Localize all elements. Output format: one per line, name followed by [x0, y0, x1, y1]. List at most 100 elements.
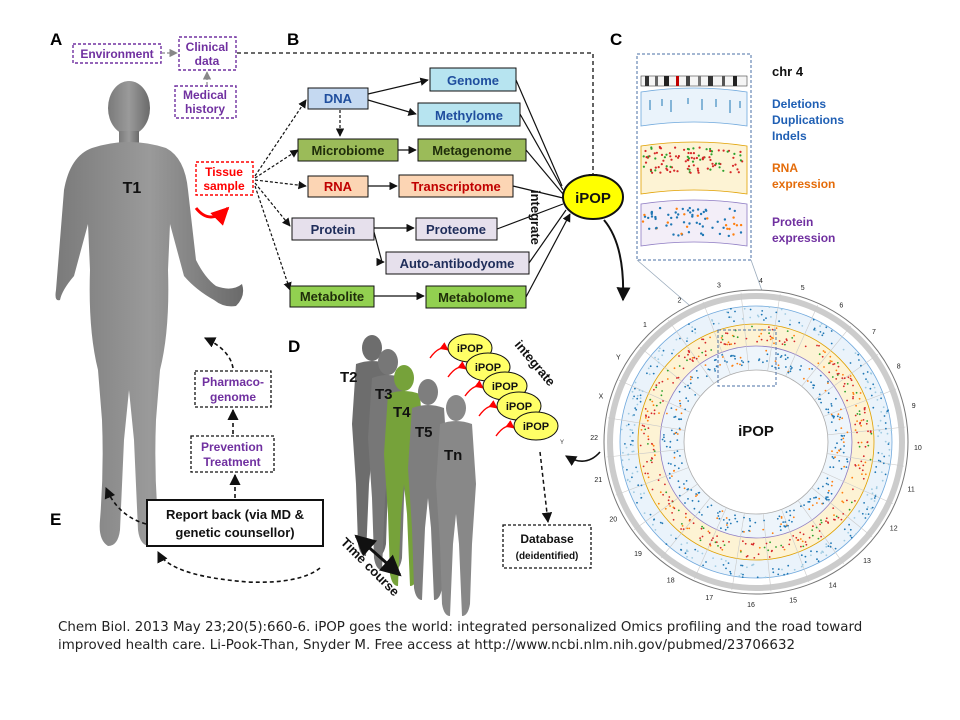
circos-point	[720, 337, 723, 339]
circos-point	[789, 538, 791, 541]
circos-point	[747, 360, 750, 363]
circos-point	[685, 512, 687, 515]
circos-point	[800, 565, 803, 568]
treatment-label: Treatment	[203, 455, 260, 469]
circos-point	[789, 319, 792, 322]
circos-point	[739, 549, 742, 552]
circos-point	[852, 488, 854, 491]
circos-point	[628, 480, 631, 483]
circos-point	[772, 337, 774, 340]
circos-point	[718, 517, 721, 520]
person-t2-label: T2	[340, 369, 358, 386]
circos-point	[857, 353, 860, 356]
rna-point	[693, 157, 696, 160]
rna-point	[734, 163, 737, 166]
person-silhouette-t1	[55, 81, 244, 546]
chromosome-label: 1	[643, 322, 647, 329]
circos-point	[819, 325, 821, 328]
circos-point	[864, 517, 867, 519]
circos-point	[751, 564, 753, 567]
database-label: Database	[520, 532, 574, 546]
circos-point	[646, 372, 648, 375]
circos-point	[745, 337, 748, 340]
protein-point	[739, 231, 743, 234]
circos-point	[880, 411, 883, 413]
circos-spoke	[767, 293, 781, 371]
circos-point	[858, 445, 861, 448]
rna-point	[651, 171, 654, 174]
circos-point	[629, 435, 632, 438]
circos-point	[697, 500, 700, 503]
rna-point	[649, 168, 653, 171]
circos-point	[740, 364, 743, 367]
circos-point	[827, 483, 830, 486]
circos-point	[631, 450, 634, 453]
circos-point	[763, 546, 766, 549]
circos-point	[723, 343, 726, 345]
circos-point	[664, 507, 667, 510]
protein-point	[704, 208, 707, 211]
circos-point	[683, 356, 686, 359]
circos-point	[634, 387, 636, 390]
circos-point	[864, 513, 867, 516]
circos-point	[801, 540, 804, 543]
circos-point	[676, 439, 679, 441]
circos-point	[830, 403, 833, 405]
circos-point	[701, 552, 704, 555]
circos-point	[688, 527, 691, 530]
legend-deletions: Deletions	[772, 97, 826, 111]
circos-point	[820, 401, 822, 404]
node-rna-label: RNA	[324, 179, 353, 194]
rna-point	[660, 163, 663, 166]
protein-point	[689, 211, 692, 214]
circos-point	[695, 370, 698, 372]
circos-point	[715, 358, 717, 361]
circos-point	[654, 454, 656, 457]
panel-e-arrows	[104, 337, 321, 584]
circos-point	[813, 328, 815, 331]
circos-point	[651, 442, 653, 445]
circos-point	[657, 502, 660, 505]
circos-point	[864, 473, 867, 476]
rna-point	[709, 149, 712, 153]
circos-point	[875, 486, 878, 488]
circos-point	[877, 459, 880, 462]
circos-point	[854, 423, 857, 426]
circos-point	[808, 500, 811, 503]
panel-label-a: A	[50, 30, 62, 49]
node-metabolome	[425, 285, 527, 309]
circos-point	[758, 359, 760, 362]
tissue-sample-box	[195, 161, 254, 196]
circos-point	[732, 354, 734, 357]
circos-point	[634, 381, 637, 384]
circos-point	[824, 389, 827, 392]
circos-point	[884, 473, 887, 476]
circos-point	[874, 471, 877, 474]
circos-point	[830, 342, 833, 345]
rna-point	[706, 167, 709, 170]
circos-spoke	[801, 325, 852, 387]
circos-point	[692, 522, 695, 525]
circos-point	[702, 527, 705, 530]
protein-point	[650, 210, 654, 214]
circos-point	[775, 311, 778, 314]
database-box	[502, 524, 592, 569]
circos-spoke	[827, 453, 905, 467]
circos-spoke	[785, 305, 818, 377]
circos-point	[846, 460, 849, 463]
circos-point	[658, 412, 660, 414]
circos-point	[729, 522, 732, 525]
circos-point	[641, 424, 644, 427]
chromosome-label: 9	[912, 403, 916, 410]
chromosome-label: 4	[759, 278, 763, 285]
rna-point	[726, 150, 729, 153]
protein-point	[641, 220, 645, 223]
protein-point	[648, 227, 651, 230]
node-metabolome-label: Metabolome	[438, 290, 514, 305]
circos-point	[624, 443, 626, 445]
protein-point	[718, 232, 722, 236]
circos-point	[840, 438, 843, 441]
circos-point	[870, 498, 873, 500]
circos-point	[633, 491, 635, 494]
circos-point	[667, 462, 670, 465]
